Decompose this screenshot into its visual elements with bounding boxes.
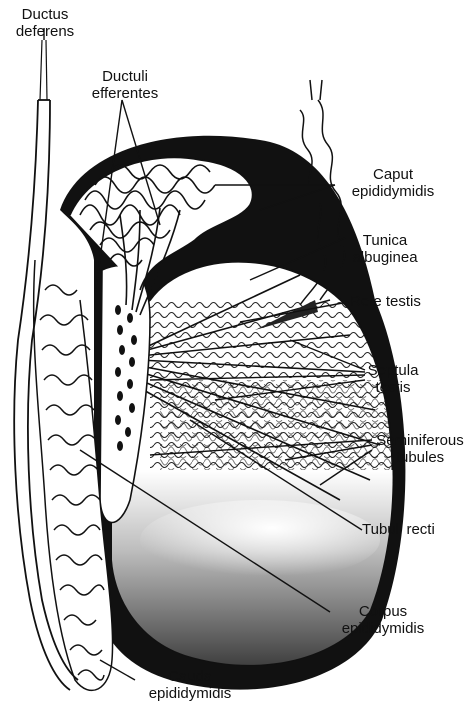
label-tunica-albuginea: Tunica albuginea [340,232,430,266]
label-ductuli-efferentes: Ductuli efferentes [80,68,170,102]
label-corpus-epididymidis: Corpus epididymidis [328,603,438,637]
label-caput-epididymidis: Caput epididymidis [338,166,448,200]
label-septula-testis: Septula testis [355,362,431,396]
label-ductus-deferens: Ductus deferens [3,6,87,40]
label-tubuli-recti: Tubuli recti [362,521,435,538]
label-cauda-epididymidis: Cauda epididymidis [135,668,245,702]
label-seminiferous-tubules: Seminiferous tubules [368,432,472,466]
label-rete-testis: Rete testis [350,293,421,310]
